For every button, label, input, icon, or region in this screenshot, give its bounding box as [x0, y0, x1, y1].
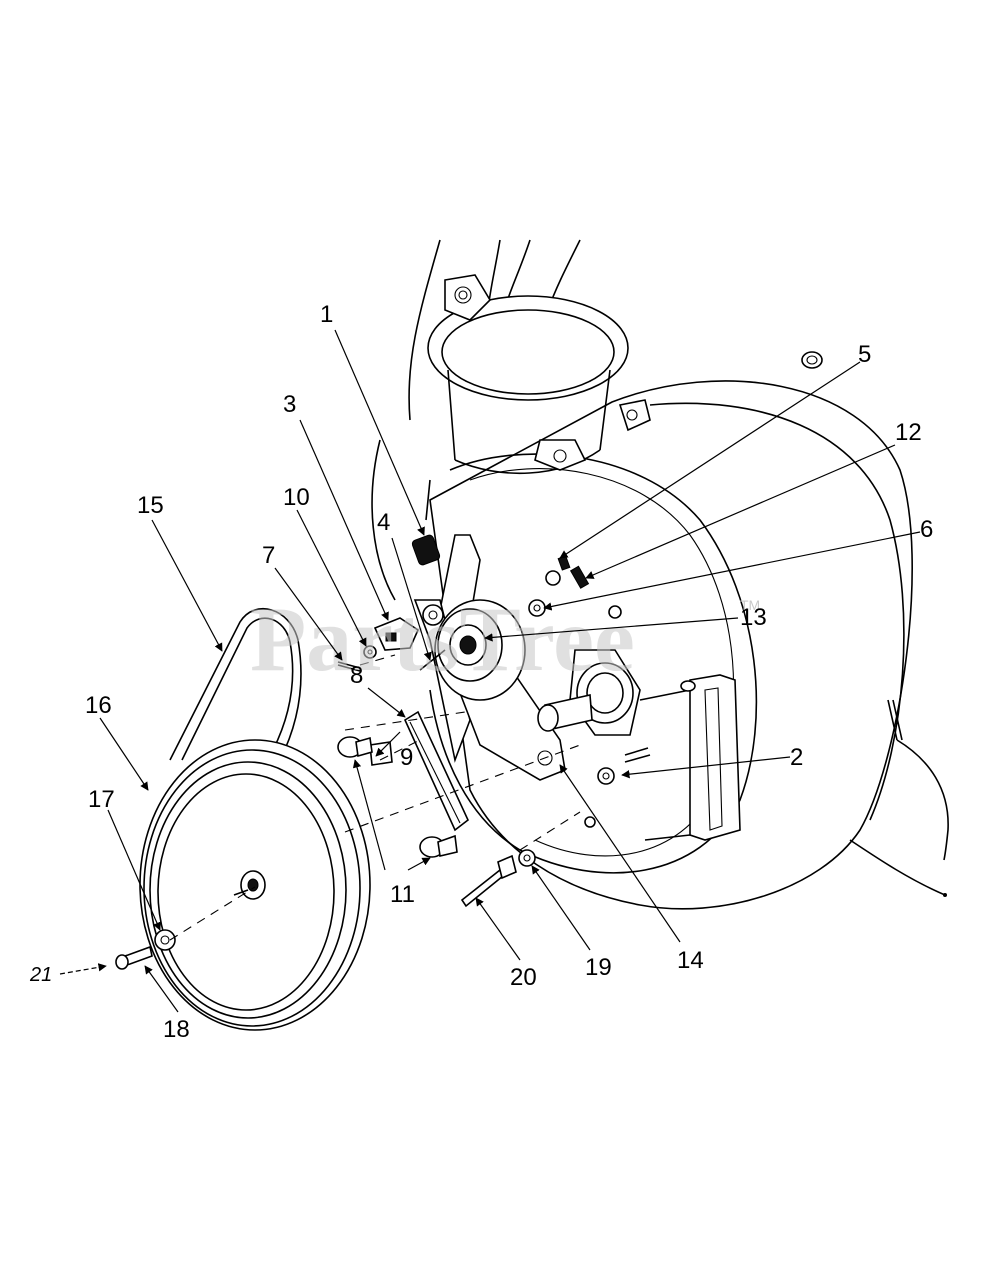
- leader-5: [559, 361, 861, 559]
- leader-20: [475, 897, 521, 961]
- leader-10: [296, 509, 367, 647]
- leader-15: [151, 519, 223, 652]
- leader-14: [559, 764, 681, 943]
- leader-12: [585, 444, 896, 579]
- idler-pulley: [419, 599, 526, 701]
- watermark-trademark: TM: [740, 597, 760, 613]
- callout-6: 6: [920, 516, 933, 543]
- drive-belt: [169, 607, 302, 761]
- callout-16: 16: [85, 692, 112, 719]
- leader-7: [274, 567, 343, 661]
- callout-12: 12: [895, 419, 922, 446]
- leader-6: [543, 531, 921, 611]
- hardware: [115, 849, 536, 970]
- callout-15: 15: [137, 492, 164, 519]
- leader-3: [299, 419, 389, 621]
- drive-pulley: [139, 739, 371, 1031]
- callout-2: 2: [790, 744, 803, 771]
- leader-11a: [352, 759, 386, 871]
- callout-21: 21: [29, 964, 52, 986]
- callout-1: 1: [320, 301, 333, 328]
- callout-20: 20: [510, 964, 537, 991]
- leader-17: [107, 809, 161, 931]
- callout-4: 4: [377, 509, 390, 536]
- leader-18: [144, 965, 179, 1013]
- leader-8: [367, 687, 406, 718]
- leader-13: [484, 617, 739, 642]
- callout-17: 17: [88, 786, 115, 813]
- callout-18: 18: [163, 1016, 190, 1043]
- spring-part: [411, 479, 441, 566]
- watermark: PartsTree TM: [250, 588, 760, 690]
- callout-5: 5: [858, 341, 871, 368]
- leader-21: [59, 963, 107, 975]
- leader-4: [391, 537, 432, 661]
- callout-labels: 1 2 3 4 5 6 7 8 9 10 11 12 13 14 15 16 1…: [29, 301, 933, 1043]
- callout-8: 8: [350, 662, 363, 689]
- housing-fasteners: [528, 555, 651, 828]
- callout-19: 19: [585, 954, 612, 981]
- callout-7: 7: [262, 542, 275, 569]
- leader-lines: [59, 329, 921, 1013]
- callout-10: 10: [283, 484, 310, 511]
- leader-19: [531, 865, 591, 951]
- discharge-chute: [371, 239, 651, 601]
- callout-3: 3: [283, 391, 296, 418]
- alignment-lines: [169, 654, 581, 941]
- leader-16: [99, 717, 149, 791]
- leader-2: [621, 756, 791, 779]
- callout-9: 9: [400, 744, 413, 771]
- blower-housing: [429, 351, 949, 910]
- leader-1: [334, 329, 425, 536]
- watermark-text: PartsTree: [250, 588, 635, 690]
- leader-11b: [407, 857, 431, 871]
- bearing-housing: [537, 649, 641, 736]
- callout-13: 13: [740, 604, 767, 631]
- leader-9: [375, 731, 401, 757]
- guide-rail: [639, 674, 741, 841]
- callout-11: 11: [390, 881, 415, 908]
- callout-14: 14: [677, 947, 704, 974]
